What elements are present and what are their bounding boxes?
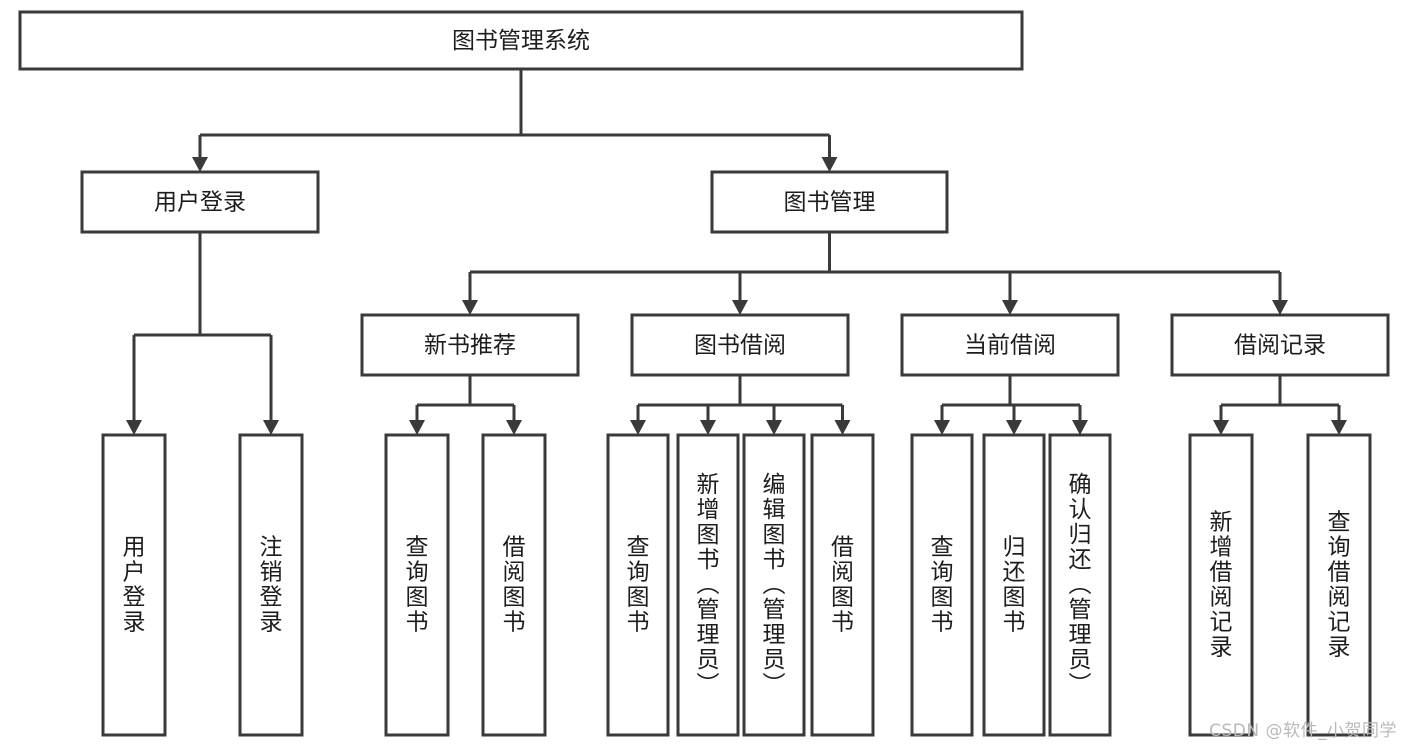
arrow-head-icon	[732, 300, 748, 315]
node-label: 查询图书	[627, 535, 650, 636]
node-label: 用户登录	[154, 190, 246, 216]
arrow-head-icon	[126, 420, 142, 435]
node-leaf-logout[interactable]: 注销登录	[238, 433, 304, 737]
node-label: 确认归还︵管理员︶	[1069, 472, 1092, 698]
node-label: 图书借阅	[694, 333, 786, 359]
node-label: 图书管理	[784, 190, 876, 216]
connector-edges	[126, 69, 1347, 435]
node-leaf-add-book[interactable]: 新增图书︵管理员︶	[676, 433, 740, 737]
node-label: 查询图书	[406, 535, 429, 636]
node-label: 注销登录	[260, 535, 283, 636]
arrow-head-icon	[462, 300, 478, 315]
node-current-borrow[interactable]: 当前借阅	[900, 313, 1120, 377]
node-leaf-return-book[interactable]: 归还图书	[982, 433, 1046, 737]
flowchart-nodes: 图书管理系统用户登录图书管理新书推荐图书借阅当前借阅借阅记录用户登录注销登录查询…	[18, 10, 1390, 737]
node-label: 借阅图书	[503, 535, 526, 636]
node-label: 编辑图书︵管理员︶	[763, 472, 786, 698]
arrow-head-icon	[1006, 420, 1022, 435]
node-label: 归还图书	[1003, 535, 1026, 636]
node-leaf-query-record[interactable]: 查询借阅记录	[1306, 433, 1372, 737]
node-new-book-rec[interactable]: 新书推荐	[360, 313, 580, 377]
arrow-head-icon	[192, 157, 208, 172]
node-leaf-add-record[interactable]: 新增借阅记录	[1188, 433, 1254, 737]
node-label: 查询图书	[931, 535, 954, 636]
node-leaf-query-book-cur[interactable]: 查询图书	[910, 433, 974, 737]
node-label: 查询借阅记录	[1328, 510, 1351, 661]
arrow-head-icon	[1213, 420, 1229, 435]
arrow-head-icon	[1331, 420, 1347, 435]
watermark-label: CSDN @软件_小贺同学	[1209, 721, 1397, 741]
arrow-head-icon	[821, 157, 838, 172]
node-label: 借阅记录	[1234, 333, 1326, 359]
arrow-head-icon	[263, 420, 279, 435]
arrow-head-icon	[1002, 300, 1018, 315]
node-leaf-query-book-brw[interactable]: 查询图书	[606, 433, 670, 737]
node-label: 借阅图书	[831, 535, 854, 636]
node-label: 新增借阅记录	[1210, 510, 1233, 661]
node-label: 新增图书︵管理员︶	[697, 472, 720, 698]
arrow-head-icon	[766, 420, 782, 435]
arrow-head-icon	[1072, 420, 1088, 435]
node-label: 用户登录	[123, 535, 146, 636]
arrow-head-icon	[506, 420, 522, 435]
node-user-login[interactable]: 用户登录	[80, 170, 320, 234]
arrow-head-icon	[934, 420, 950, 435]
node-label: 图书管理系统	[452, 28, 590, 54]
arrow-head-icon	[700, 420, 716, 435]
node-leaf-borrow-book-rec[interactable]: 借阅图书	[481, 433, 547, 737]
node-leaf-query-book-rec[interactable]: 查询图书	[384, 433, 450, 737]
node-leaf-edit-book[interactable]: 编辑图书︵管理员︶	[742, 433, 806, 737]
node-book-borrow[interactable]: 图书借阅	[630, 313, 850, 377]
arrow-head-icon	[1272, 300, 1288, 315]
node-root-图书管理系统[interactable]: 图书管理系统	[18, 10, 1024, 71]
arrow-head-icon	[409, 420, 425, 435]
node-leaf-user-login[interactable]: 用户登录	[101, 433, 167, 737]
node-label: 新书推荐	[424, 333, 516, 359]
arrow-head-icon	[834, 420, 851, 435]
node-borrow-record[interactable]: 借阅记录	[1170, 313, 1390, 377]
node-book-manage[interactable]: 图书管理	[710, 170, 949, 234]
node-leaf-confirm-return[interactable]: 确认归还︵管理员︶	[1048, 433, 1112, 737]
node-label: 当前借阅	[964, 333, 1056, 359]
arrow-head-icon	[630, 420, 646, 435]
node-leaf-borrow-book-brw[interactable]: 借阅图书	[810, 433, 875, 737]
